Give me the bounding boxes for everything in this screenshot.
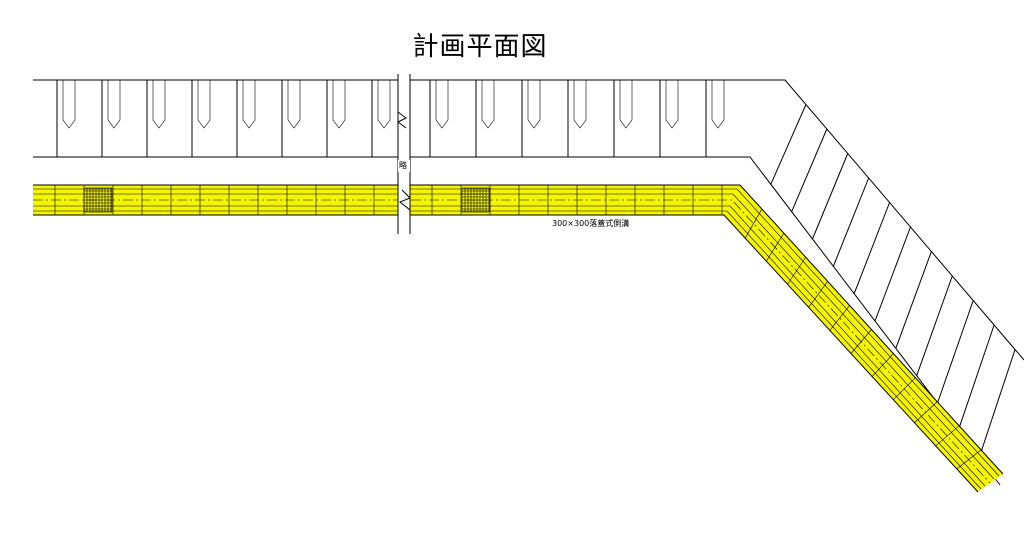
- parking-area-left: [33, 79, 398, 158]
- gutter-joint: [766, 233, 785, 262]
- grating: [461, 187, 491, 213]
- gutter-joint: [829, 305, 850, 331]
- gutter-joint: [914, 401, 938, 423]
- parking-stalls-diagonal: [770, 104, 1016, 458]
- stall-divider: [812, 153, 849, 240]
- stall-mark: [197, 80, 211, 129]
- stall-divider: [853, 202, 891, 294]
- drawing-title: 計画平面図: [412, 32, 548, 62]
- stall-mark: [287, 80, 301, 129]
- parking-stalls-right: [429, 80, 725, 157]
- parking-area-right: [410, 79, 1024, 486]
- stall-mark: [527, 80, 541, 129]
- stall-mark: [573, 80, 587, 129]
- stall-divider: [957, 324, 995, 431]
- stall-divider: [895, 251, 932, 349]
- stall-mark: [711, 80, 725, 129]
- break-label: 略: [399, 160, 407, 170]
- parking-stalls-left: [56, 80, 391, 157]
- gutter-joint: [871, 353, 894, 377]
- break-marker: 略: [397, 74, 411, 234]
- stall-mark: [377, 80, 391, 129]
- stall-mark: [62, 80, 76, 129]
- gutter-joint: [956, 449, 982, 470]
- gutter-joint: [893, 377, 916, 400]
- stall-divider: [770, 104, 807, 185]
- gutter-joint: [850, 329, 872, 354]
- side-gutter: 300×300落蓋式側溝: [33, 184, 1004, 493]
- gutter-gratings: [83, 187, 491, 213]
- stall-mark: [332, 80, 346, 129]
- gutter-label: 300×300落蓋式側溝: [552, 218, 629, 228]
- stall-mark: [619, 80, 633, 129]
- gutter-band: [33, 185, 1003, 492]
- gutter-joint: [787, 257, 806, 285]
- stall-divider: [916, 275, 953, 376]
- stall-divider: [791, 128, 828, 212]
- grating: [83, 187, 113, 213]
- stall-mark: [665, 80, 679, 129]
- gutter-joint: [935, 425, 960, 447]
- stall-mark: [107, 80, 121, 129]
- stall-divider: [937, 300, 974, 404]
- stall-mark: [152, 80, 166, 129]
- stall-divider: [874, 226, 911, 322]
- stall-mark: [481, 80, 495, 129]
- stall-mark: [242, 80, 256, 129]
- gutter-joint: [808, 281, 828, 308]
- gutter-joint: [744, 208, 763, 239]
- stall-mark: [435, 80, 449, 129]
- stall-divider: [978, 349, 1016, 458]
- stall-divider: [832, 177, 870, 267]
